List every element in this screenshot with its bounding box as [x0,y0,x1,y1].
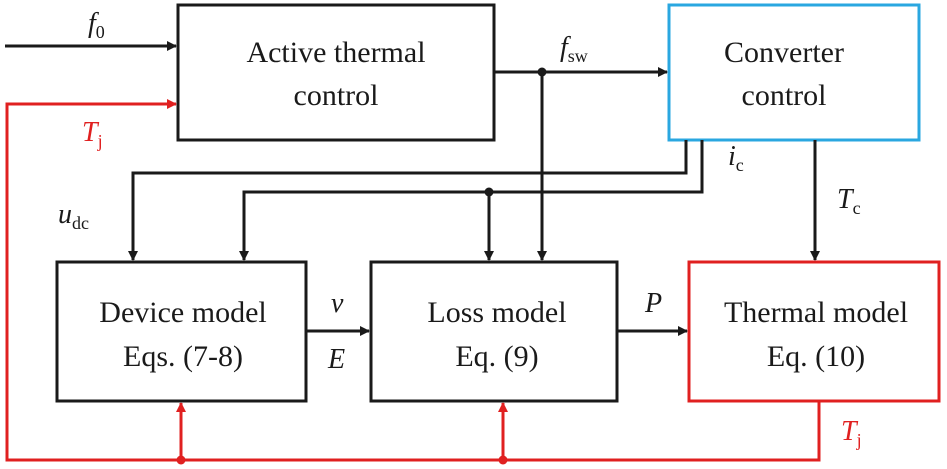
device-model-block: Device model Eqs. (7-8) [55,260,308,403]
device-model-label-2: Eqs. (7-8) [123,340,243,373]
active-thermal-control-label-1: Active thermal [246,36,425,69]
tj-junction-loss [498,455,508,465]
tc-label: Tc [837,184,861,218]
udc-label: udc [58,199,89,233]
fsw-label: fsw [560,32,588,66]
active-thermal-control-block: Active thermal control [176,3,496,142]
converter-control-block: Converter control [667,3,921,142]
udc-arrow [128,140,688,261]
thermal-model-block: Thermal model Eq. (10) [687,260,941,403]
active-thermal-control-label-2: control [294,79,379,112]
thermal-model-label-2: Eq. (10) [767,340,865,373]
tj-junction-device [176,455,186,465]
thermal-model-label-1: Thermal model [724,296,908,329]
ic-arrow [239,140,704,261]
loss-model-label-2: Eq. (9) [455,340,538,373]
v-label: v [331,288,344,319]
converter-control-label-2: control [742,79,827,112]
device-model-label-1: Device model [99,296,266,329]
converter-control-label-1: Converter [724,36,844,69]
tj-top-label: Tj [82,117,103,151]
tj-bottom-label: Tj [841,416,862,450]
loss-model-label-1: Loss model [427,296,566,329]
tj-feedback-line [5,99,821,462]
e-label: E [327,344,345,375]
f0-label: f0 [88,8,105,42]
p-label: P [644,288,662,319]
loss-model-block: Loss model Eq. (9) [369,260,619,403]
ic-label: ic [728,141,744,175]
